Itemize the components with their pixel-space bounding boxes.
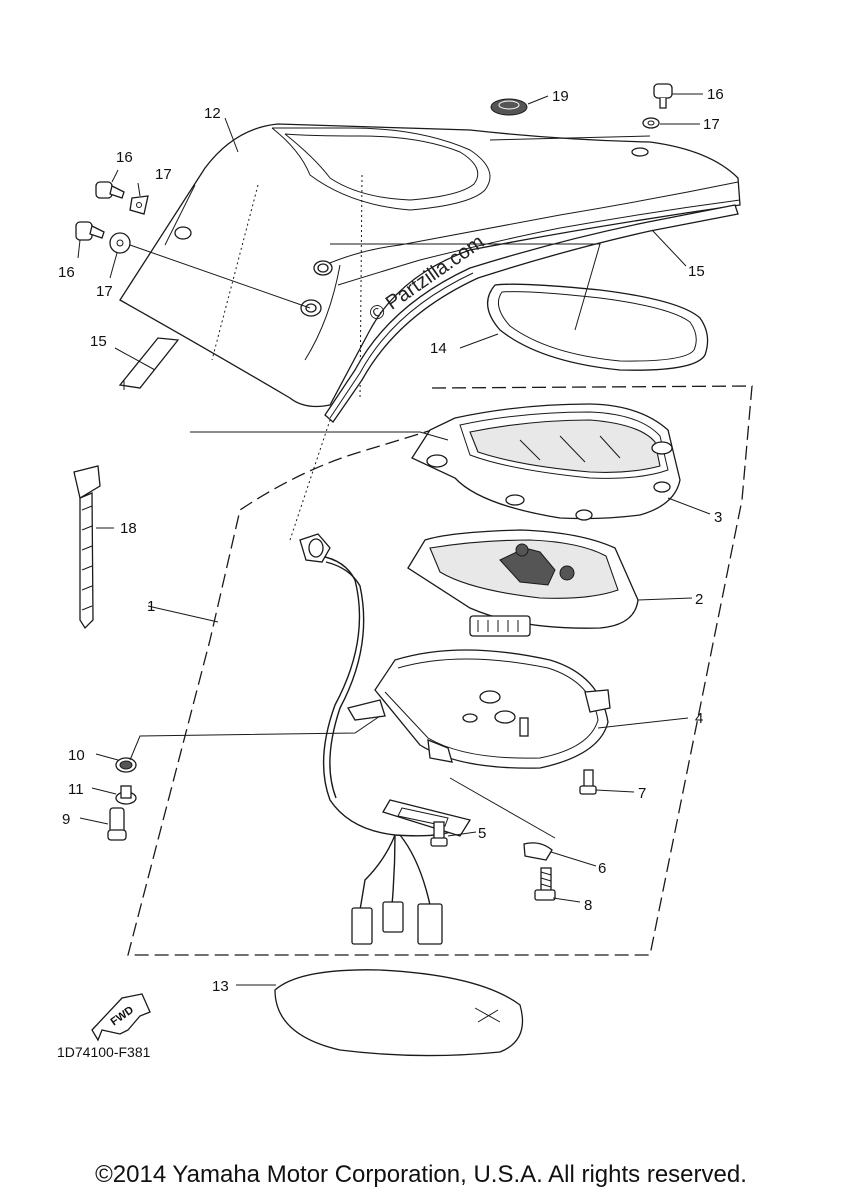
lens-seal-14 [487, 283, 709, 371]
cable-tie-18 [73, 465, 101, 630]
callout-4: 4 [695, 710, 703, 727]
clamp-6 [523, 842, 553, 861]
callout-10: 10 [68, 747, 85, 764]
callout-6: 6 [598, 860, 606, 877]
meter-cover-12 [119, 123, 741, 408]
callout-9: 9 [62, 811, 70, 828]
callout-15-left: 15 [90, 333, 107, 350]
washer-17-left-lower [109, 232, 131, 254]
screw-16-left-lower [75, 221, 105, 241]
meter-case-bottom-4 [347, 649, 611, 769]
wiring-harness [299, 533, 456, 945]
meter-case-3 [411, 403, 681, 521]
meter-unit-2 [407, 529, 639, 637]
fwd-arrow-icon: FWD [91, 993, 151, 1042]
screw-8 [534, 867, 556, 901]
callout-18: 18 [120, 520, 137, 537]
screw-7 [579, 769, 597, 795]
callout-16-lower: 16 [58, 264, 75, 281]
diagram-code: 1D74100-F381 [57, 1044, 151, 1060]
callout-11: 11 [68, 781, 84, 798]
sheet-13 [274, 969, 524, 1057]
callout-13: 13 [212, 978, 229, 995]
bracket-5 [382, 799, 472, 837]
callout-numbers: 1 2 3 4 5 6 7 8 9 10 11 12 13 14 15 15 1… [58, 86, 724, 995]
callout-17-top: 17 [703, 116, 720, 133]
callout-8: 8 [584, 897, 592, 914]
screw-near-5 [430, 821, 448, 847]
callout-15-right: 15 [688, 263, 705, 280]
callout-3: 3 [714, 509, 722, 526]
leader-lines [77, 93, 711, 986]
trim-strip-15 [118, 204, 739, 423]
screw-16-left-upper [95, 181, 125, 199]
grommet-10 [115, 757, 137, 773]
washer-17-left-upper [129, 195, 149, 215]
callout-7: 7 [638, 785, 646, 802]
callout-2: 2 [695, 591, 703, 608]
callout-19: 19 [552, 88, 569, 105]
bolt-9 [107, 807, 127, 841]
callout-1: 1 [147, 598, 155, 615]
callout-5: 5 [478, 825, 486, 842]
callout-17-upper: 17 [155, 166, 172, 183]
callout-16-upper: 16 [116, 149, 133, 166]
copyright-notice: ©2014 Yamaha Motor Corporation, U.S.A. A… [95, 1161, 747, 1188]
callout-16-top: 16 [707, 86, 724, 103]
grommet-19 [490, 98, 528, 116]
assembly-boundary-1 [127, 385, 753, 956]
callout-14: 14 [430, 340, 447, 357]
screw-16-top [653, 83, 673, 109]
callout-17-lower: 17 [96, 283, 113, 300]
collar-11 [115, 785, 137, 805]
washer-17-top [642, 117, 660, 129]
callout-12: 12 [204, 105, 221, 122]
